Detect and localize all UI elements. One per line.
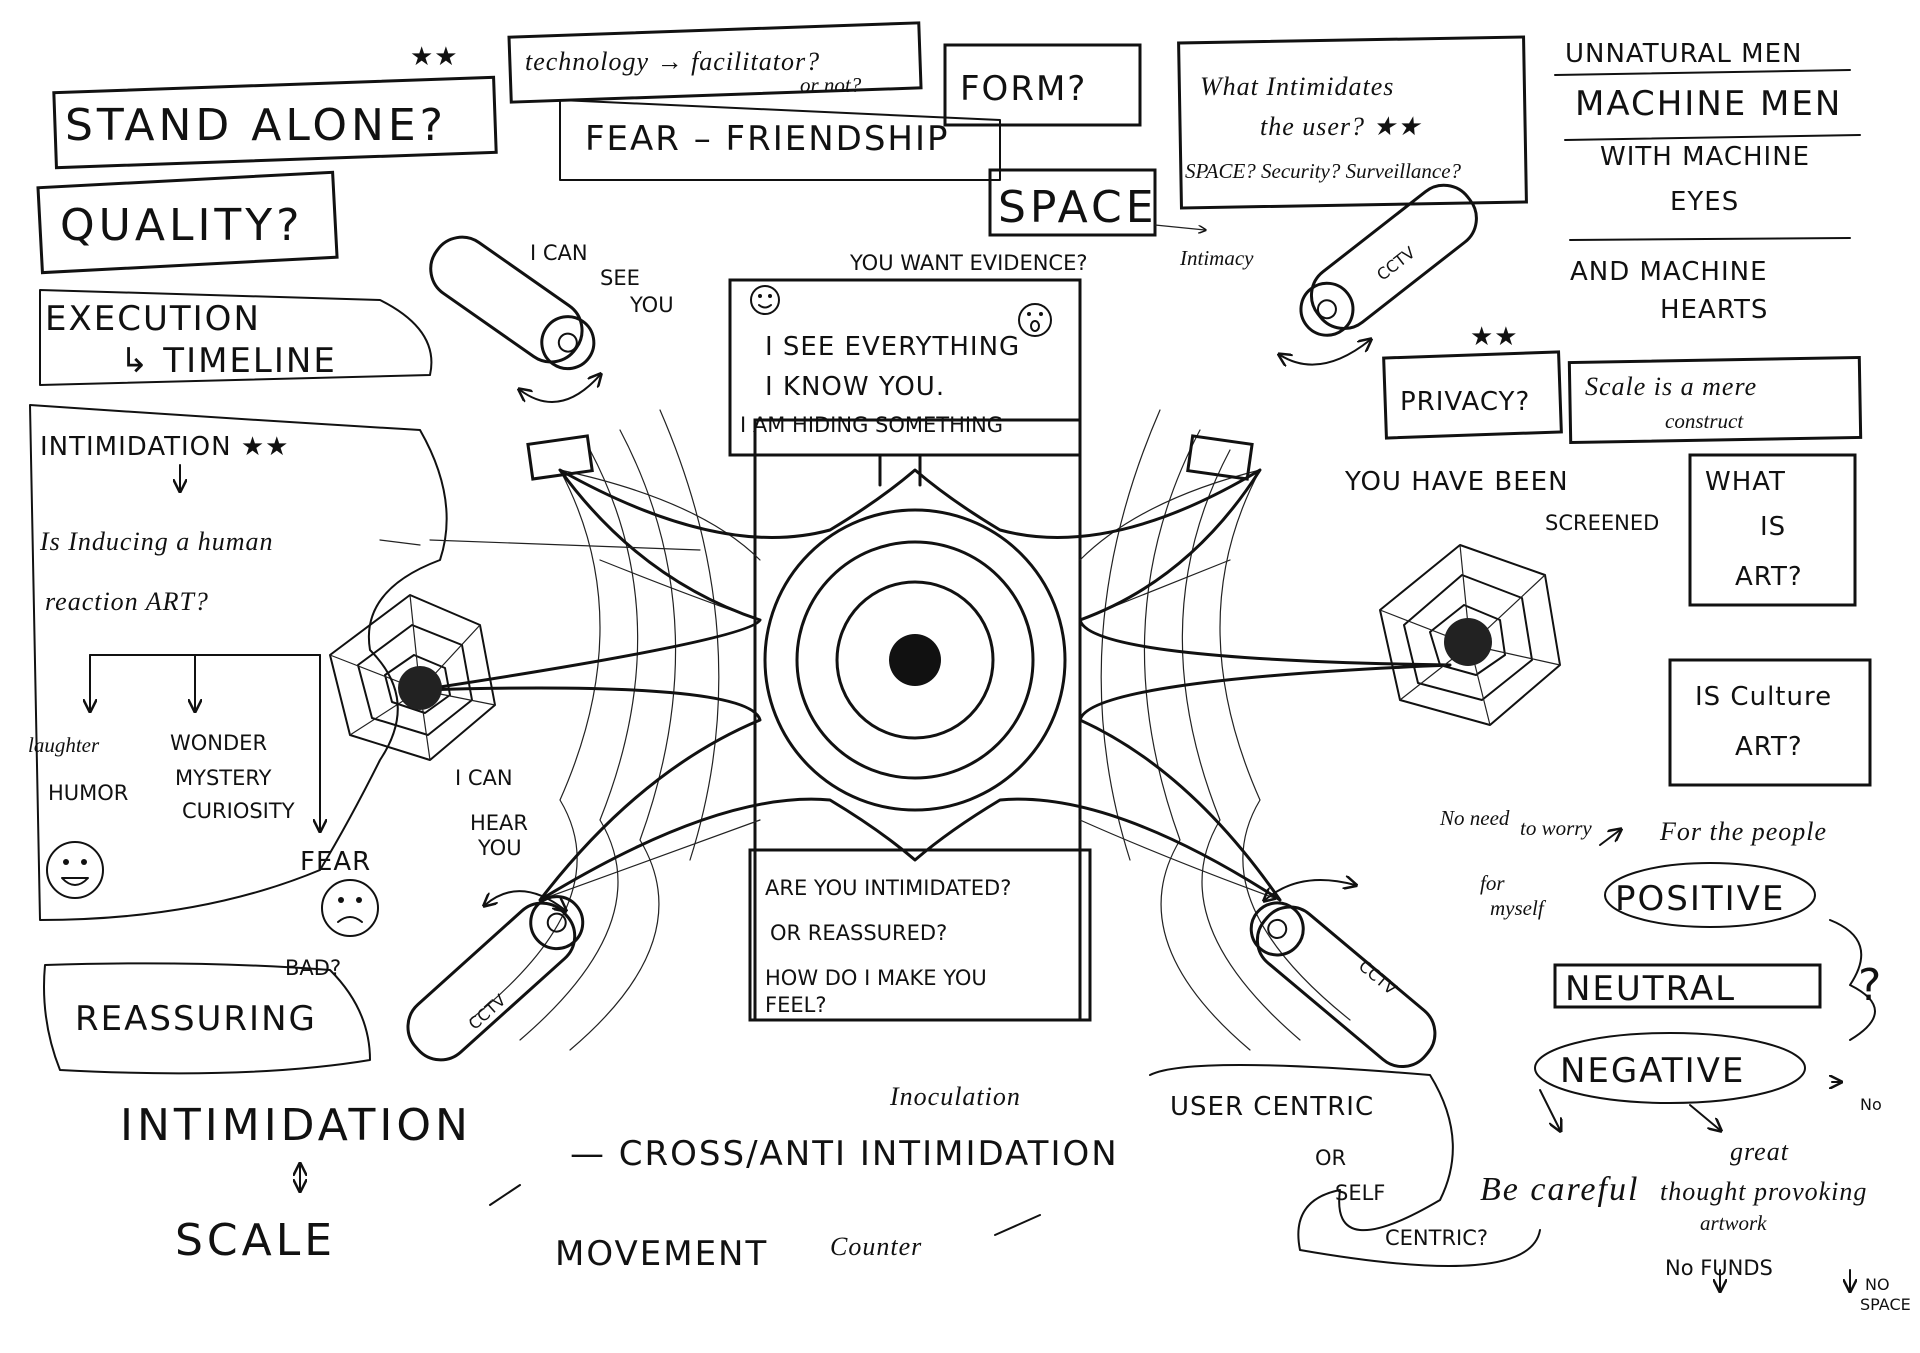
positive-label: POSITIVE (1615, 879, 1785, 919)
scale-construct-2: construct (1665, 409, 1744, 433)
pupil (889, 634, 941, 686)
quality-label: QUALITY? (60, 200, 304, 251)
what-is-art-2: IS (1760, 512, 1786, 542)
no-space-1: NO (1865, 1275, 1890, 1294)
right-web-hexagon (1379, 544, 1561, 726)
i-can-hear-1: I CAN (455, 766, 513, 790)
i-can-hear-3: YOU (477, 836, 522, 860)
culture-line-1: IS Culture (1695, 682, 1832, 712)
lower-screen-1: ARE YOU INTIMIDATED? (765, 876, 1011, 900)
intimidation-star-label: INTIMIDATION ★★ (40, 432, 289, 462)
induce-line-1: Is Inducing a human (39, 527, 273, 556)
unnatural-men-label: UNNATURAL MEN (1565, 39, 1802, 69)
scale-label: SCALE (175, 1215, 336, 1266)
no-need-2: to worry (1520, 816, 1592, 840)
no-label: No (1860, 1095, 1882, 1114)
stand-alone-label: STAND ALONE? (65, 100, 447, 151)
left-web-hexagon (329, 594, 496, 761)
self-centric-1: SELF (1335, 1181, 1385, 1205)
screen-line-2: I KNOW YOU. (765, 372, 945, 402)
movement-label: MOVEMENT (555, 1234, 768, 1274)
intimidation-bottom-label: INTIMIDATION (120, 1100, 472, 1151)
privacy-label: PRIVACY? (1400, 387, 1530, 417)
technology-label: technology → facilitator? (525, 47, 820, 76)
evidence-label: YOU WANT EVIDENCE? (849, 251, 1088, 275)
negative-label: NEGATIVE (1560, 1051, 1745, 1091)
screen-line-1: I SEE EVERYTHING (765, 332, 1020, 362)
laughter-label: laughter (28, 733, 100, 757)
reassuring-label: REASSURING (75, 999, 317, 1039)
for-myself-1: for (1480, 871, 1505, 895)
fear-friendship-label: FEAR – FRIENDSHIP (585, 119, 950, 159)
user-centric-label: USER CENTRIC (1170, 1092, 1374, 1122)
camera-top-left (429, 235, 596, 371)
for-myself-2: myself (1490, 896, 1547, 920)
timeline-label: ↳ TIMELINE (120, 341, 337, 381)
text-layer: ★★ STAND ALONE? QUALITY? EXECUTION ↳ TIM… (28, 39, 1911, 1314)
wonder-label: WONDER (170, 731, 267, 755)
and-machine-label: AND MACHINE (1570, 257, 1768, 287)
inoculation-label: Inoculation (889, 1082, 1021, 1111)
cross-anti-label: — CROSS/ANTI INTIMIDATION (570, 1134, 1119, 1174)
great-label: great (1730, 1137, 1789, 1166)
technology-or-not: or not? (800, 73, 862, 97)
culture-line-2: ART? (1735, 732, 1803, 762)
thought-provoking-2: artwork (1700, 1211, 1767, 1235)
hearts-label: HEARTS (1660, 295, 1768, 325)
self-centric-2: CENTRIC? (1385, 1226, 1488, 1250)
scale-construct-1: Scale is a mere (1585, 372, 1757, 401)
form-label: FORM? (960, 69, 1087, 109)
camera-bottom-left (406, 895, 585, 1062)
induce-line-2: reaction ART? (45, 587, 209, 616)
or-label: OR (1315, 1146, 1346, 1170)
what-intimidates-2: the user? ★★ (1260, 112, 1422, 141)
humor-label: HUMOR (48, 781, 128, 805)
no-need-1: No need (1439, 806, 1510, 830)
cctv-label-top: CCTV (1373, 243, 1419, 285)
execution-label: EXECUTION (45, 299, 261, 339)
lower-screen-2: OR REASSURED? (770, 921, 947, 945)
bad-label: BAD? (285, 956, 341, 980)
stars-right: ★★ (1470, 322, 1519, 352)
question-mark: ? (1858, 960, 1885, 1011)
screened-line-2: SCREENED (1545, 511, 1659, 535)
with-machine-label: WITH MACHINE (1600, 142, 1810, 172)
screen-line-3: I AM HIDING SOMETHING (740, 413, 1003, 437)
be-careful-label: Be careful (1480, 1171, 1639, 1208)
machine-men-label: MACHINE MEN (1575, 84, 1842, 124)
bottom-screen (748, 848, 1092, 1022)
fear-label: FEAR (300, 847, 371, 877)
what-intimidates-1: What Intimidates (1200, 72, 1394, 101)
for-the-people-label: For the people (1659, 817, 1827, 846)
intimacy-label: Intimacy (1179, 246, 1254, 270)
what-is-art-1: WHAT (1705, 467, 1786, 497)
i-can-see-2: SEE (600, 266, 640, 290)
i-can-hear-2: HEAR (470, 811, 528, 835)
eyes-label: EYES (1670, 187, 1739, 217)
web-mesh (469, 409, 1351, 1051)
neutral-label: NEUTRAL (1565, 969, 1736, 1009)
stars-top: ★★ (410, 42, 459, 72)
camera-bottom-right (1249, 901, 1437, 1069)
space-security-label: SPACE? Security? Surveillance? (1185, 159, 1462, 183)
screened-line-1: YOU HAVE BEEN (1344, 467, 1569, 497)
curiosity-label: CURIOSITY (182, 799, 295, 823)
top-screen (728, 278, 1082, 457)
camera-top-right (1299, 183, 1478, 337)
lower-screen-3: HOW DO I MAKE YOU (765, 966, 987, 990)
mystery-label: MYSTERY (175, 766, 272, 790)
cctv-label-bottom-right: CCTV (1355, 956, 1400, 998)
no-funds-label: No FUNDS (1665, 1256, 1773, 1280)
no-space-2: SPACE (1860, 1295, 1911, 1314)
lower-screen-4: FEEL? (765, 993, 826, 1017)
thought-provoking-1: thought provoking (1660, 1177, 1867, 1206)
what-is-art-3: ART? (1735, 562, 1803, 592)
space-label: SPACE (998, 182, 1158, 233)
i-can-see-1: I CAN (530, 241, 588, 265)
counter-label: Counter (830, 1232, 922, 1261)
i-can-see-3: YOU (629, 293, 674, 317)
